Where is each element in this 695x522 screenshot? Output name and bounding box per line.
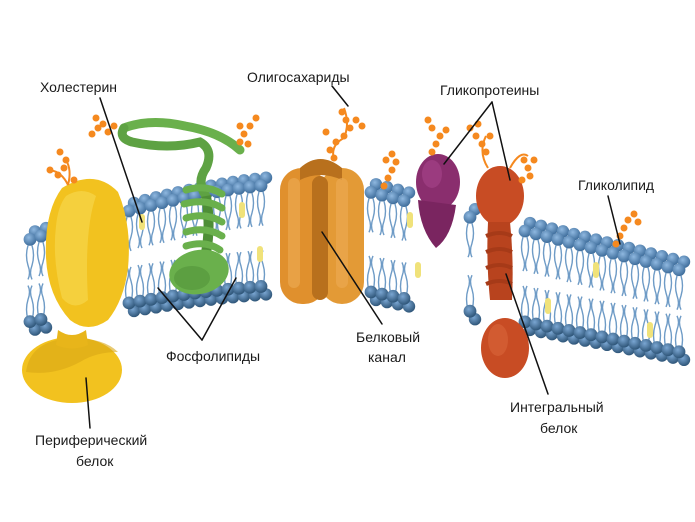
- label-oligosaccharides: Олигосахариды: [247, 69, 350, 85]
- label-integral-protein-line1: Интегральный: [510, 399, 604, 415]
- label-phospholipids: Фосфолипиды: [166, 348, 260, 364]
- integral-protein: [466, 120, 538, 378]
- leader-lines: [85, 85, 621, 429]
- label-protein-channel-line1: Белковый: [356, 329, 420, 345]
- peripheral-protein: [22, 148, 129, 403]
- label-cholesterol: Холестерин: [40, 79, 117, 95]
- purple-glycoprotein: [416, 116, 460, 248]
- protein-channel: [280, 107, 400, 304]
- cholesterol-molecules: [139, 202, 653, 338]
- label-integral-protein-line2: белок: [540, 420, 578, 436]
- label-glycolipid: Гликолипид: [578, 177, 654, 193]
- label-peripheral-protein-line2: белок: [76, 453, 114, 469]
- label-glycoproteins: Гликопротеины: [440, 82, 539, 98]
- label-peripheral-protein-line1: Периферический: [35, 432, 147, 448]
- green-glycoprotein: [88, 114, 260, 295]
- label-protein-channel-line2: канал: [368, 349, 406, 365]
